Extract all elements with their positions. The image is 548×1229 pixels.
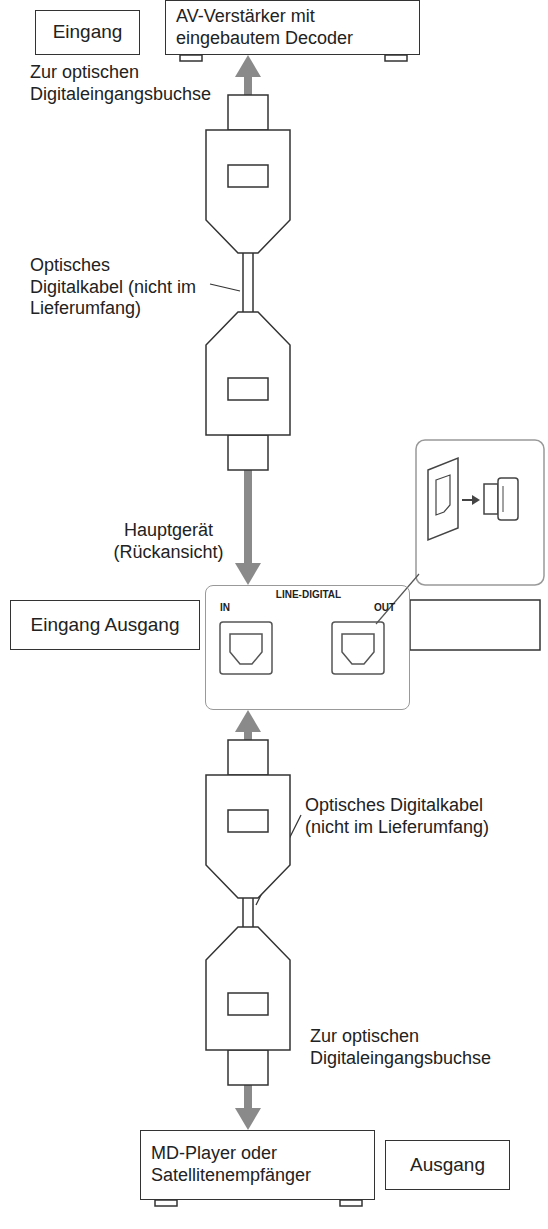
- callout-label: Optisches Digitalkabel (nicht im Lieferu…: [30, 255, 205, 320]
- callout-label: Zur optischen Digitaleingangsbuchse: [310, 1026, 535, 1069]
- callout-label: Optisches Digitalkabel (nicht im Lieferu…: [305, 795, 510, 838]
- arrow-head: [235, 1108, 261, 1130]
- optical-plug: [206, 95, 290, 253]
- output-label-box: Ausgang: [385, 1140, 510, 1190]
- box-text: MD-Player oder Satellitenempfänger: [151, 1143, 364, 1186]
- box-text: Ausgang: [396, 1154, 499, 1177]
- cable: [243, 894, 253, 931]
- input-label-box: Eingang: [35, 10, 140, 55]
- box-text: Eingang Ausgang: [21, 614, 189, 637]
- arrow-head: [235, 55, 261, 77]
- arrow-head: [235, 563, 261, 585]
- detail-inset: [376, 440, 544, 624]
- jack-label: OUT: [374, 602, 395, 614]
- unit-heading: Hauptgerät (Rückansicht): [106, 520, 231, 563]
- arrow-head: [235, 710, 261, 732]
- device-box: MD-Player oder Satellitenempfänger: [140, 1130, 375, 1200]
- device-box: AV-Verstärker mit eingebautem Decoder: [165, 0, 420, 55]
- callout-label: Zur optischen Digitaleingangsbuchse: [30, 62, 230, 105]
- cable: [243, 250, 253, 316]
- box-text: Eingang: [46, 21, 129, 44]
- empty-box: [410, 600, 540, 650]
- box-text: AV-Verstärker mit eingebautem Decoder: [176, 6, 409, 49]
- optical-plug: [206, 312, 290, 470]
- io-label-box: Eingang Ausgang: [10, 600, 200, 650]
- optical-plug: [206, 927, 290, 1085]
- optical-jack: [220, 622, 384, 674]
- jack-label: IN: [220, 602, 230, 614]
- optical-plug: [206, 740, 290, 898]
- main-unit-panel: Hauptgerät (Rückansicht)LINE-DIGITALINOU…: [205, 585, 410, 710]
- panel-marking: LINE-DIGITAL: [206, 589, 411, 601]
